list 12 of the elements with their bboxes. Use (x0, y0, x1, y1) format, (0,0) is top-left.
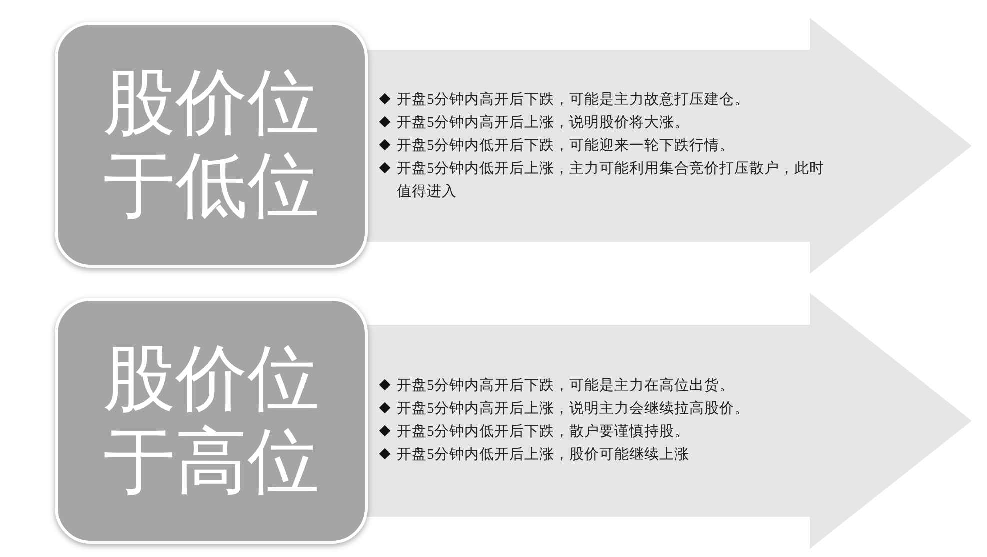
bullet-text: 开盘5分钟内高开后下跌，可能是主力故意打压建仓。 (397, 90, 750, 110)
bullet-text: 开盘5分钟内低开后下跌，散户要谨慎持股。 (397, 423, 690, 442)
bullet-text: 开盘5分钟内低开后上涨，股价可能继续上涨 (397, 446, 690, 465)
bullet-text: 开盘5分钟内低开后上涨，主力可能利用集合竞价打压散户，此时值得进入 (397, 160, 826, 202)
bullet-text: 开盘5分钟内高开后下跌，可能是主力在高位出货。 (397, 376, 736, 396)
title-text: 股价位于低位 (102, 62, 320, 228)
rounded-box (55, 22, 368, 268)
title-text: 股价位于高位 (102, 338, 320, 504)
bullet-text: 开盘5分钟内高开后上涨，说明股价将大涨。 (397, 114, 690, 132)
bullet-text: 开盘5分钟内高开后上涨，说明主力会继续拉高股价。 (397, 400, 750, 419)
bullet-text: 开盘5分钟内低开后下跌，可能迎来一轮下跌行情。 (397, 136, 736, 156)
rounded-box (55, 298, 368, 544)
